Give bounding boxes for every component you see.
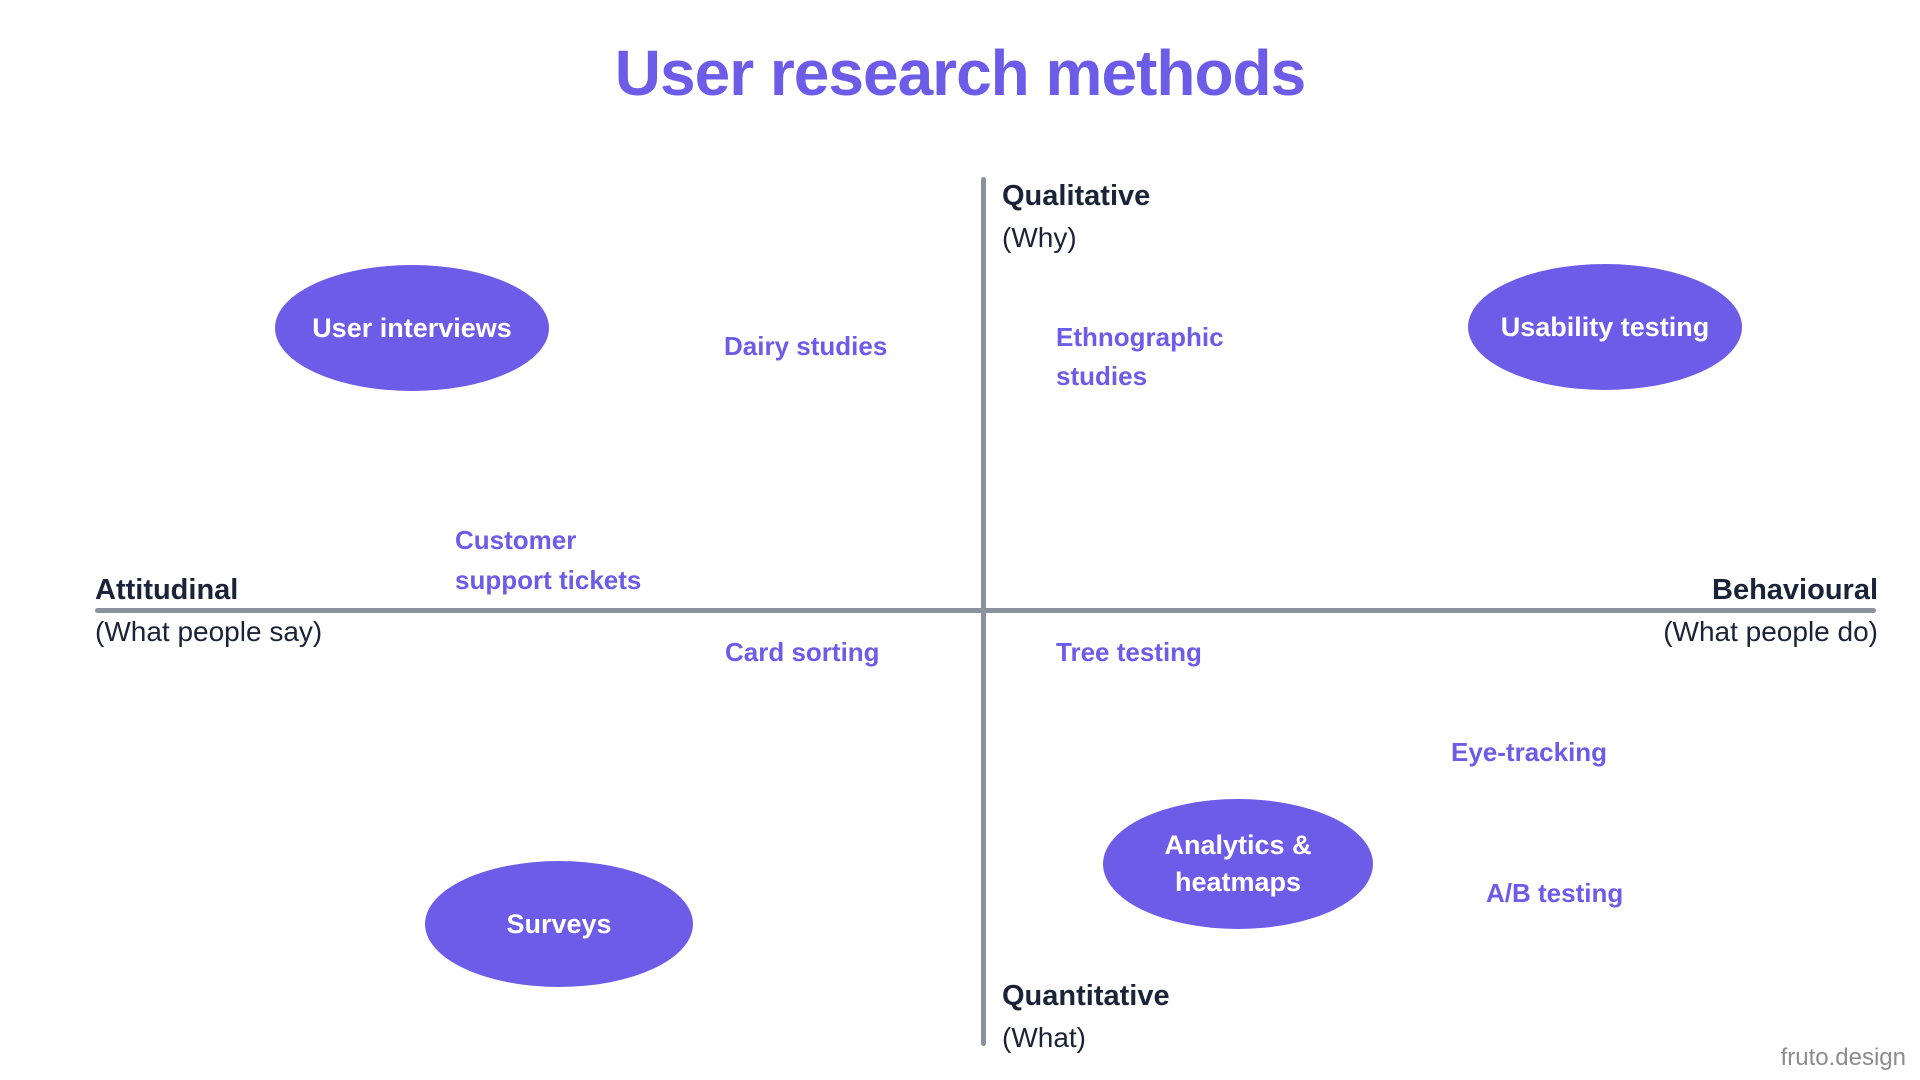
method-ellipse-user-interviews: User interviews xyxy=(275,265,549,391)
method-label-eye-tracking: Eye-tracking xyxy=(1451,737,1608,767)
axis-sublabel-what-people-do: (What people do) xyxy=(1663,616,1878,647)
watermark-fruto-design: fruto.design xyxy=(1780,1044,1906,1071)
page-title: User research methods xyxy=(614,37,1306,109)
method-label-card-sorting: Card sorting xyxy=(725,637,880,667)
method-ellipse-usability-testing: Usability testing xyxy=(1468,264,1742,390)
method-ellipse-analytics-heatmaps: Analytics & heatmaps xyxy=(1103,799,1373,929)
axis-label-behavioural: Behavioural xyxy=(1712,574,1878,606)
method-label-user-interviews: User interviews xyxy=(312,312,512,343)
axis-sublabel-why: (Why) xyxy=(1002,222,1077,253)
method-label-ab-testing: A/B testing xyxy=(1486,878,1624,908)
axis-sublabel-what-people-say: (What people say) xyxy=(95,616,323,647)
method-label-analytics-heatmaps: Analytics & heatmaps xyxy=(1164,830,1312,897)
method-label-surveys: Surveys xyxy=(506,908,612,939)
method-label-ethnographic-studies: Ethnographic studies xyxy=(1056,322,1224,391)
horizontal-axis-line xyxy=(95,608,1876,613)
method-label-tree-testing: Tree testing xyxy=(1056,637,1202,667)
method-label-customer-support-tickets: Customer support tickets xyxy=(455,525,642,595)
method-label-dairy-studies: Dairy studies xyxy=(724,331,888,361)
axis-label-attitudinal: Attitudinal xyxy=(95,574,239,606)
axis-label-qualitative: Qualitative xyxy=(1002,180,1151,212)
method-ellipse-surveys: Surveys xyxy=(425,861,693,987)
axis-label-quantitative: Quantitative xyxy=(1002,980,1170,1012)
axis-sublabel-what: (What) xyxy=(1002,1022,1086,1053)
method-label-usability-testing: Usability testing xyxy=(1500,311,1710,342)
